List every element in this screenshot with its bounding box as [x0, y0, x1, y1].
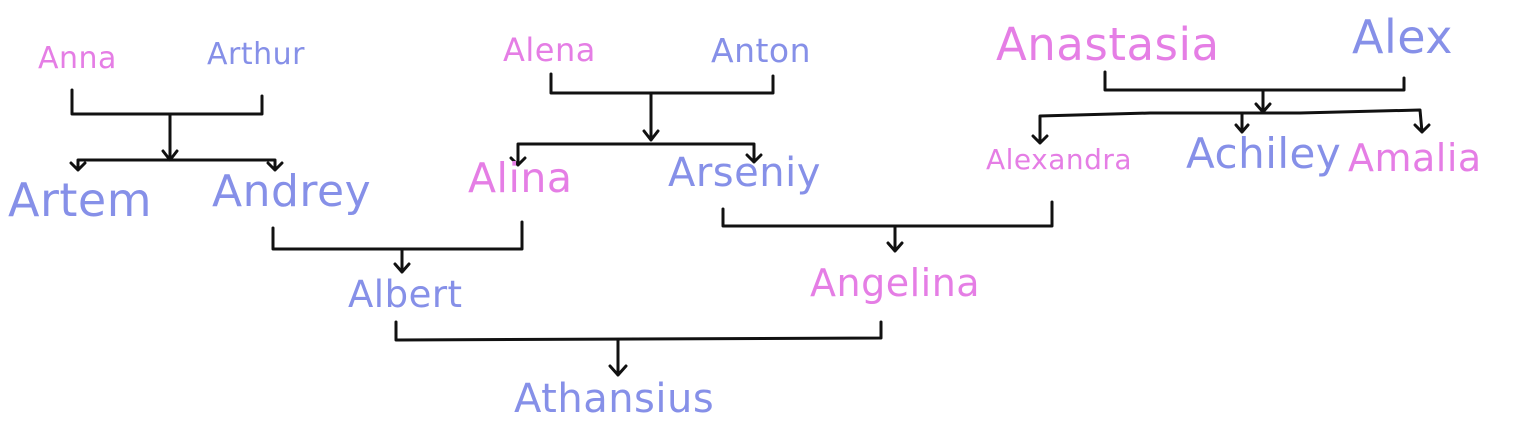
person-artem: Artem — [8, 173, 153, 227]
connector-andrey-alina — [271, 220, 524, 251]
person-amalia: Amalia — [1348, 136, 1482, 180]
person-anna: Anna — [38, 41, 117, 76]
person-alina: Alina — [468, 154, 573, 202]
person-alena: Alena — [503, 31, 596, 69]
connector-alena-anton — [549, 72, 775, 95]
connector-arseniy-alexandra — [721, 200, 1054, 228]
connector-albert-angelina — [394, 320, 883, 342]
connector-alina-arseniy — [509, 142, 763, 167]
connector-anastasia-alex — [1103, 70, 1406, 92]
connector-anastasia-alex-down — [1254, 88, 1272, 114]
person-achiley: Achiley — [1186, 129, 1342, 178]
person-arthur: Arthur — [207, 37, 305, 72]
person-albert: Albert — [348, 273, 463, 316]
person-arseniy: Arseniy — [668, 150, 821, 196]
connector-artem-andrey — [69, 158, 284, 172]
person-alexandra: Alexandra — [986, 143, 1133, 176]
person-anastasia: Anastasia — [996, 18, 1220, 71]
connector-anna-arthur — [70, 88, 264, 116]
person-alex: Alex — [1352, 10, 1453, 64]
person-anton: Anton — [711, 31, 812, 70]
connector-andrey-alina-down — [393, 247, 411, 274]
connector-alena-anton-down — [642, 91, 660, 142]
person-athansius: Athansius — [514, 376, 715, 422]
connector-arseniy-alexandra-down — [886, 224, 904, 253]
connector-anna-arthur-down — [161, 112, 179, 162]
person-andrey: Andrey — [212, 166, 372, 217]
person-angelina: Angelina — [810, 261, 981, 305]
connector-albert-angelina-down — [608, 338, 628, 377]
connector-alexandra-achiley-amalia — [1031, 108, 1431, 145]
